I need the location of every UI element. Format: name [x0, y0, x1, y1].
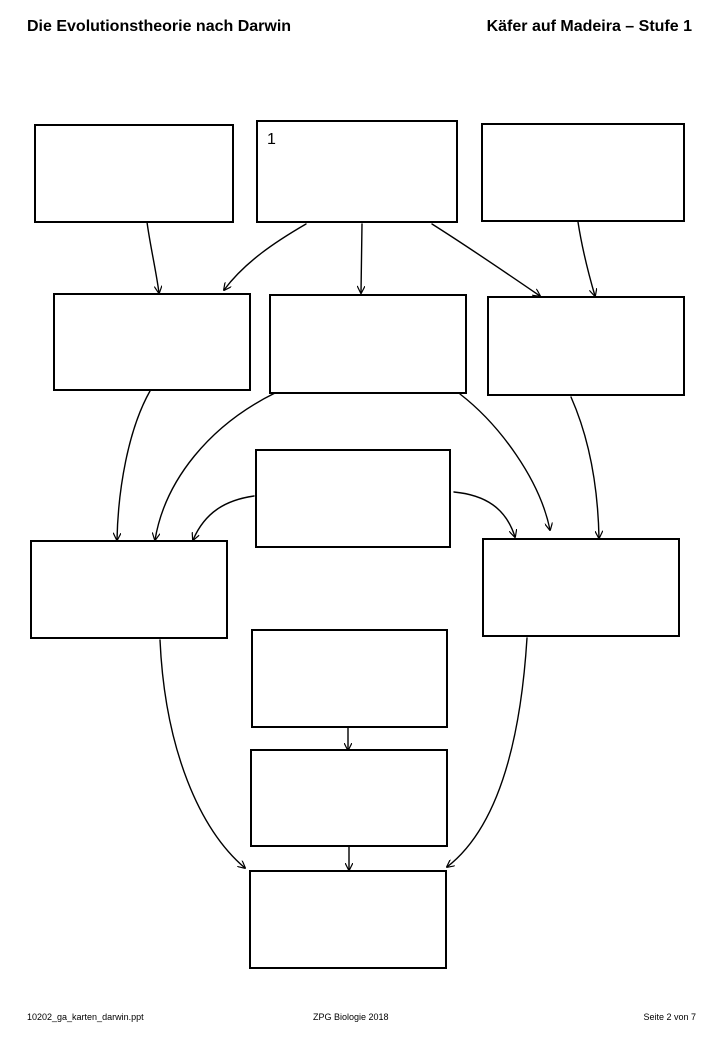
arrow — [570, 396, 599, 538]
card-box-center-lower-2[interactable] — [250, 749, 448, 847]
document-subtitle: Käfer auf Madeira – Stufe 1 — [486, 18, 692, 35]
card-box-row3-left[interactable] — [30, 540, 228, 639]
arrow — [431, 223, 540, 296]
card-box-row3-right[interactable] — [482, 538, 680, 637]
card-box-middle[interactable] — [255, 449, 451, 548]
card-box-center-lower-1[interactable] — [251, 629, 448, 728]
arrow — [577, 221, 595, 296]
arrow — [447, 637, 528, 867]
arrow — [155, 392, 276, 540]
card-box-bottom[interactable] — [249, 870, 447, 969]
card-box-row2-right[interactable] — [487, 296, 685, 396]
arrow — [146, 221, 159, 293]
footer-source: ZPG Biologie 2018 — [313, 1012, 389, 1022]
card-box-row2-left[interactable] — [53, 293, 251, 391]
document-title: Die Evolutionstheorie nach Darwin — [27, 18, 292, 35]
arrow — [224, 223, 307, 290]
footer-page-number: Seite 2 von 7 — [643, 1012, 696, 1022]
footer-filename: 10202_ga_karten_darwin.ppt — [27, 1012, 144, 1022]
arrow — [193, 495, 255, 540]
arrow — [117, 390, 151, 540]
arrow — [159, 639, 245, 868]
arrow — [453, 491, 515, 537]
card-box-top-left[interactable] — [34, 124, 234, 223]
card-number-label: 1 — [267, 131, 276, 148]
card-box-top-right[interactable] — [481, 123, 685, 222]
card-box-row2-center[interactable] — [269, 294, 467, 394]
arrow — [361, 223, 362, 293]
arrow — [459, 393, 550, 530]
card-box-top-center[interactable] — [256, 120, 458, 223]
